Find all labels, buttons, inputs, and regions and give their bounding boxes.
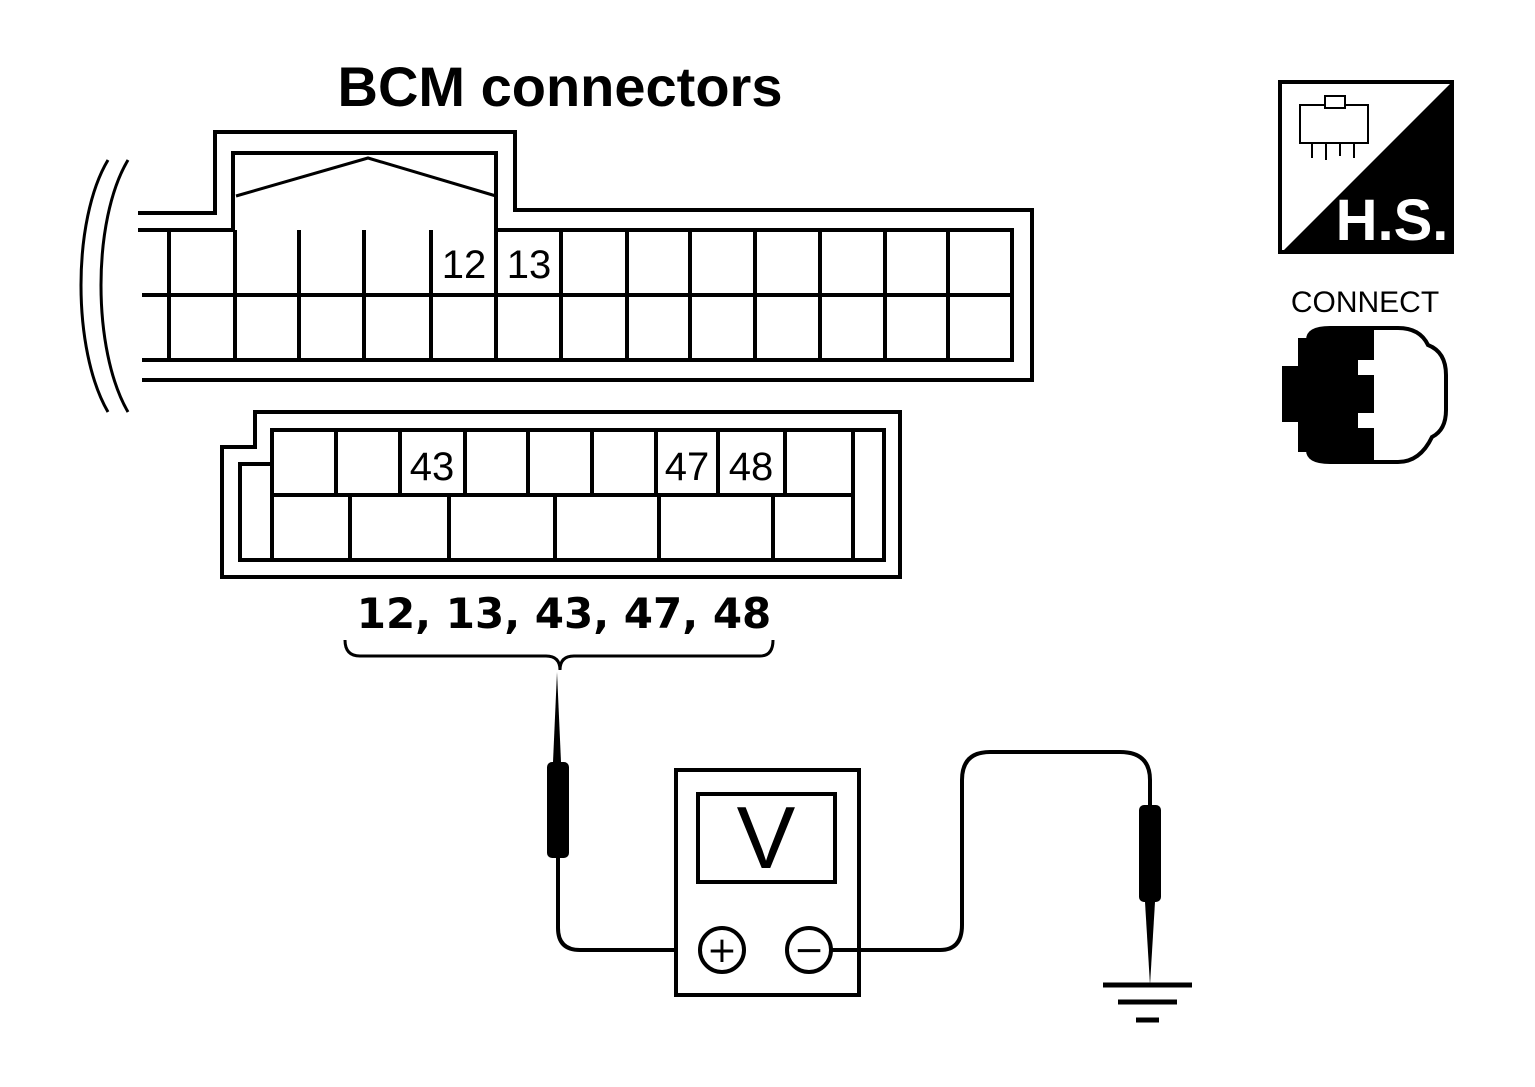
upper-connector: 12 13 <box>79 130 1034 413</box>
ground-icon <box>1103 982 1192 1023</box>
pin-label-43: 43 <box>410 445 455 489</box>
pin-label-13: 13 <box>507 243 552 287</box>
negative-probe-icon <box>831 750 1161 985</box>
upper-pin-grid <box>167 230 950 360</box>
pin-label-48: 48 <box>729 445 774 489</box>
connect-label: CONNECT <box>1291 286 1439 319</box>
voltmeter-icon: V + − <box>674 768 861 997</box>
pins-brace <box>343 639 775 671</box>
harness-side-badge: H.S. <box>1278 80 1454 254</box>
meter-display: V <box>737 788 796 887</box>
positive-probe-icon <box>547 672 700 952</box>
test-pins-label: 12, 13, 43, 47, 48 <box>357 589 772 638</box>
harness-side-label: H.S. <box>1336 188 1449 253</box>
diagram-title: BCM connectors <box>338 55 783 118</box>
positive-terminal-symbol: + <box>707 930 737 971</box>
lower-pin-grid <box>334 430 787 560</box>
connector-connect-icon <box>1282 326 1448 464</box>
pin-label-12: 12 <box>442 243 487 287</box>
pin-label-47: 47 <box>665 445 710 489</box>
harness-connector-icon <box>1299 95 1369 160</box>
lower-connector: 43 47 48 <box>220 410 902 579</box>
negative-terminal-symbol: − <box>794 930 824 971</box>
positive-terminal <box>698 926 746 974</box>
